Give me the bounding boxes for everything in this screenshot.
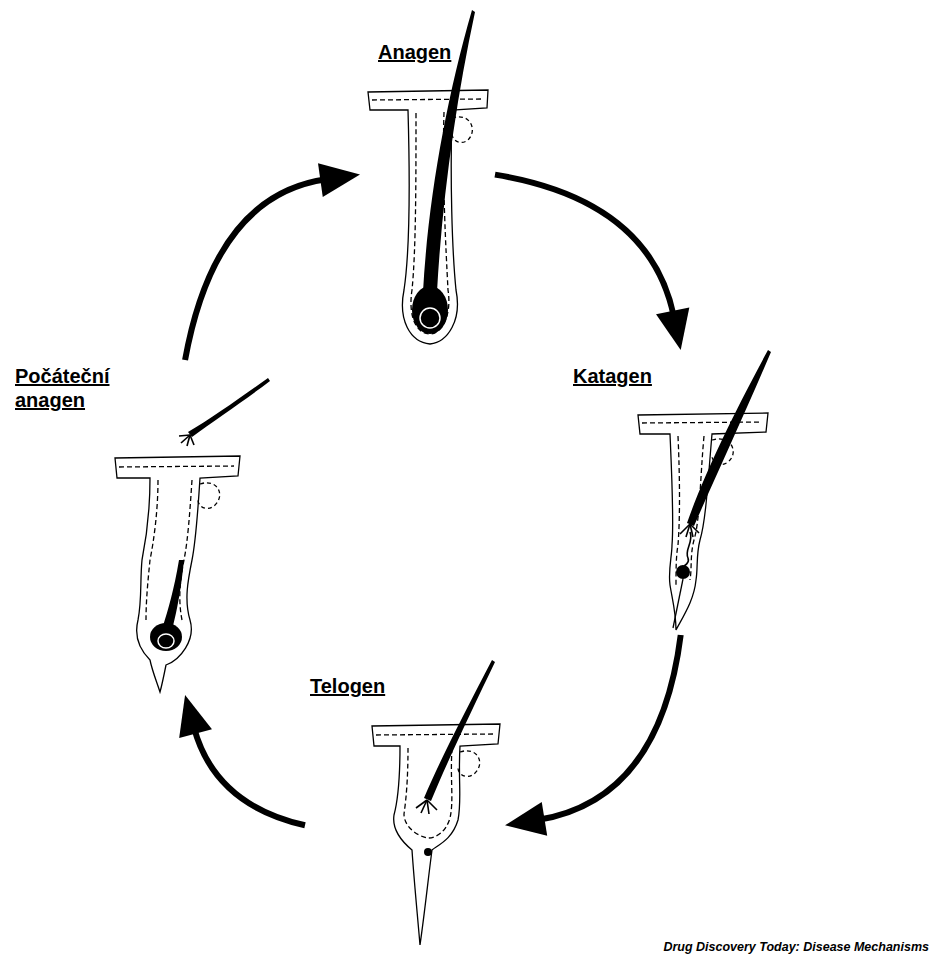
hair-bulb (412, 286, 448, 334)
papilla-dot (424, 848, 432, 856)
source-note: Drug Discovery Today: Disease Mechanisms (663, 940, 929, 954)
brush-line (427, 800, 437, 810)
brush-line (690, 524, 699, 533)
arrow-curve (185, 179, 326, 360)
club-brush (179, 435, 194, 446)
brush-line (187, 435, 190, 446)
dermal-papilla (158, 634, 174, 648)
cycle-arrow (179, 695, 305, 825)
hair-shaft (687, 350, 771, 526)
stage-node: Katagen (570, 350, 775, 635)
skin-outline (115, 456, 240, 692)
arrow-curve (539, 635, 681, 820)
brush-line (421, 800, 427, 813)
regressing-strand (684, 532, 691, 566)
club-brush (416, 800, 437, 814)
sebaceous-gland (458, 751, 480, 777)
papilla-dot (676, 565, 690, 579)
katagen-follicle (638, 350, 771, 630)
tail-strand (673, 579, 683, 628)
skin-outline (368, 90, 488, 344)
cycle-arrow (505, 635, 681, 836)
arrow-head (505, 802, 547, 836)
club-brush (680, 524, 699, 537)
telogen-follicle (372, 660, 500, 945)
arrow-curve (194, 728, 305, 825)
dermal-papilla (420, 308, 440, 328)
cycle-arrow (185, 163, 360, 360)
sebaceous-gland (198, 483, 220, 509)
arrow-head (318, 163, 360, 197)
stage-node: Počáteční anagen (10, 360, 245, 695)
stage-node: Anagen (360, 8, 495, 348)
stage-node: Telogen (305, 660, 505, 950)
brush-line (190, 435, 194, 445)
hair-shaft (424, 660, 495, 801)
stage-label: Počáteční anagen (15, 364, 140, 412)
new-hair-shaft (163, 560, 184, 626)
arrow-curve (495, 175, 674, 317)
stage-label: Anagen (378, 40, 451, 64)
early-anagen-follicle (115, 378, 270, 692)
skin-outline (372, 724, 500, 945)
hair-bulb (150, 623, 182, 651)
sheath-dashed (372, 99, 482, 334)
old-hair-shaft (188, 378, 270, 437)
brush-line (686, 524, 690, 537)
arrow-head (656, 307, 689, 350)
skin-outline (638, 413, 768, 630)
anagen-follicle (368, 10, 488, 344)
stage-label: Katagen (573, 364, 652, 388)
arrow-head (179, 695, 212, 738)
stage-label: Telogen (310, 674, 385, 698)
cycle-arrow (495, 175, 689, 350)
